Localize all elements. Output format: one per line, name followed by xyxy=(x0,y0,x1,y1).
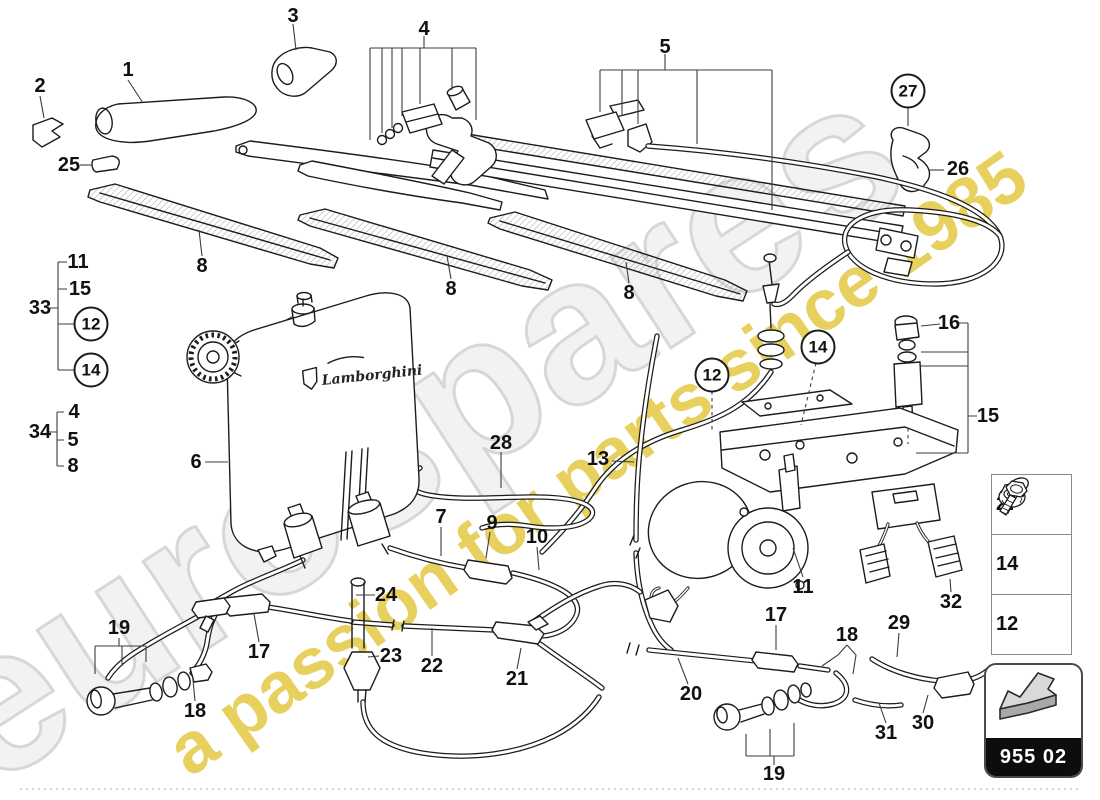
washer-pumps xyxy=(257,491,391,569)
motor-plug xyxy=(644,589,679,623)
legend-row-14: 14 xyxy=(992,482,1071,595)
hex-bolt-icon xyxy=(999,480,1028,516)
coupler-9 xyxy=(463,559,513,585)
clip-2 xyxy=(32,117,64,148)
washer-tank-6: Lamborghini xyxy=(186,291,423,569)
frame-clips-5 xyxy=(585,99,653,153)
wiper-motor-11 xyxy=(644,453,809,623)
legend-num: 14 xyxy=(996,553,1019,575)
legend-num: 12 xyxy=(996,613,1019,635)
cap-25 xyxy=(91,155,120,173)
valve-23 xyxy=(343,651,381,691)
nozzle-right-19 xyxy=(713,682,812,731)
arm-cover-1 xyxy=(95,96,257,144)
tank-body xyxy=(226,292,420,553)
leader-lines xyxy=(39,23,977,765)
pivot-hardware-4 xyxy=(376,85,471,146)
wiper-arm-covers xyxy=(32,46,337,173)
fastener-legend: 27 14 12 xyxy=(991,474,1072,655)
linkage-frame xyxy=(376,85,931,277)
direction-arrow-icon xyxy=(986,665,1081,738)
legend-row-12: 12 xyxy=(992,480,1071,654)
washer-jet-stack xyxy=(757,253,785,370)
arm-cover-3 xyxy=(271,46,337,97)
fitting-30 xyxy=(933,671,975,699)
tank-cap xyxy=(186,330,240,384)
lamborghini-shield-icon xyxy=(301,366,318,390)
tank-filler xyxy=(291,291,316,328)
harness-32 xyxy=(859,483,963,584)
mount-plate-15 xyxy=(719,389,959,493)
coupler-17-right xyxy=(751,651,799,673)
nozzle-left-19 xyxy=(86,663,213,716)
wiper-arm xyxy=(297,160,503,211)
fittings xyxy=(191,534,975,703)
page-code: 955 02 xyxy=(986,738,1081,776)
page-code-box: 955 02 xyxy=(984,663,1083,778)
connector xyxy=(859,543,891,584)
wiper-blades xyxy=(87,183,748,302)
tee-7 xyxy=(191,597,231,619)
